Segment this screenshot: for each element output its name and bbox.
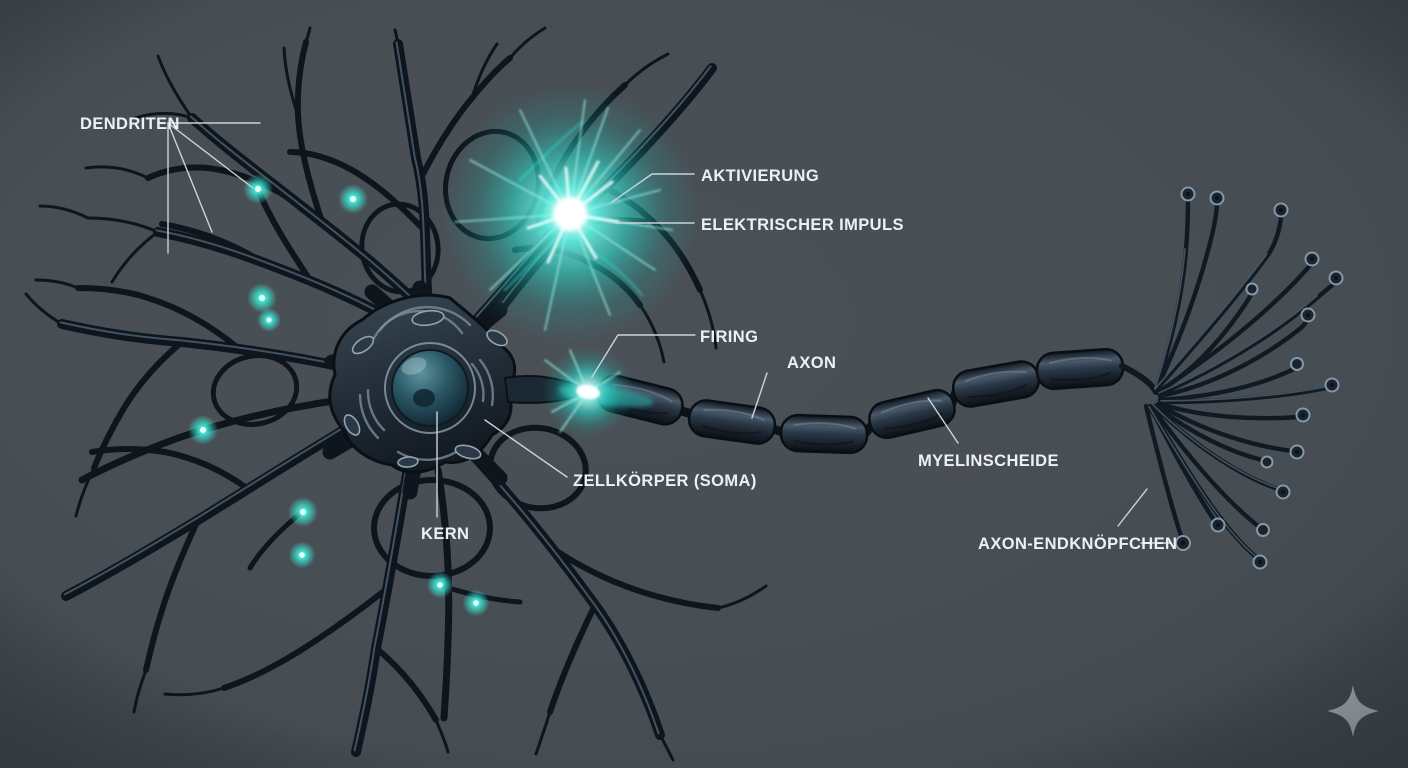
neuron-illustration: DENDRITEN AKTIVIERUNG ELEKTRISCHER IMPUL… — [0, 0, 1408, 768]
vignette-overlay — [0, 0, 1408, 768]
neuron-diagram-canvas: DENDRITEN AKTIVIERUNG ELEKTRISCHER IMPUL… — [0, 0, 1408, 768]
